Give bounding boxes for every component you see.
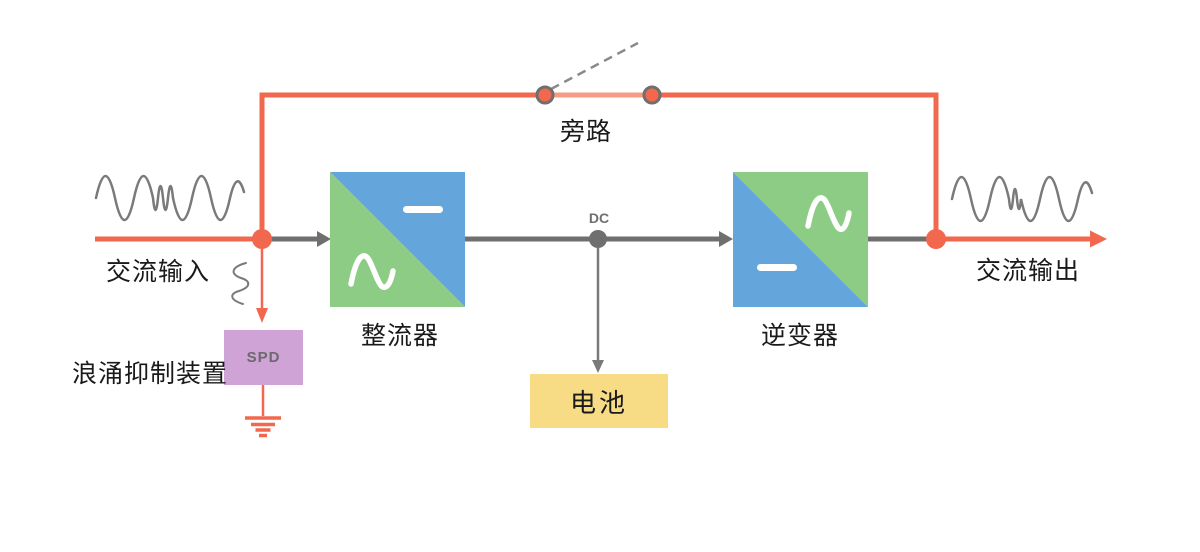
inverter-box <box>733 172 868 307</box>
open-switch-dashed-arm <box>550 41 639 91</box>
inverter-label: 逆变器 <box>760 323 840 350</box>
dc-symbol <box>757 264 797 271</box>
output-junction-node <box>926 229 946 249</box>
battery-label: 电池 <box>569 388 628 418</box>
dc-label: DC <box>588 210 610 226</box>
bypass-switch-pole-right <box>642 85 662 105</box>
surge-squiggle-icon <box>231 262 250 305</box>
bypass-label: 旁路 <box>559 119 613 146</box>
ac-output-waveform-icon <box>950 176 1094 222</box>
inverter-symbol <box>733 172 868 307</box>
spd-arrowhead <box>256 308 268 323</box>
ac-output-label: 交流输出 <box>975 258 1081 285</box>
arrowhead-to-inverter <box>719 231 733 247</box>
earth-ground-icon <box>245 416 281 438</box>
arrowhead-to-rectifier <box>317 231 331 247</box>
inverter-dc-side <box>733 172 868 307</box>
dc-symbol <box>403 206 443 213</box>
rectifier-ac-side <box>330 172 465 307</box>
rectifier-label: 整流器 <box>360 323 440 350</box>
battery-arrowhead <box>592 360 604 373</box>
rectifier-symbol <box>330 172 465 307</box>
ac-input-waveform-icon <box>94 175 246 221</box>
ac-input-label: 交流输入 <box>105 259 211 286</box>
rectifier-box <box>330 172 465 307</box>
dc-node <box>589 230 607 248</box>
bypass-switch-pole-left <box>535 85 555 105</box>
ac-symbol <box>805 195 852 232</box>
spd-box: SPD <box>224 330 303 385</box>
spd-label: SPD <box>246 349 281 366</box>
input-junction-node <box>252 229 272 249</box>
ac-output-arrowhead <box>1090 230 1107 248</box>
surge-suppressor-label: 浪涌抑制装置 <box>71 361 229 388</box>
ac-symbol <box>348 253 396 290</box>
battery-box: 电池 <box>530 374 668 428</box>
